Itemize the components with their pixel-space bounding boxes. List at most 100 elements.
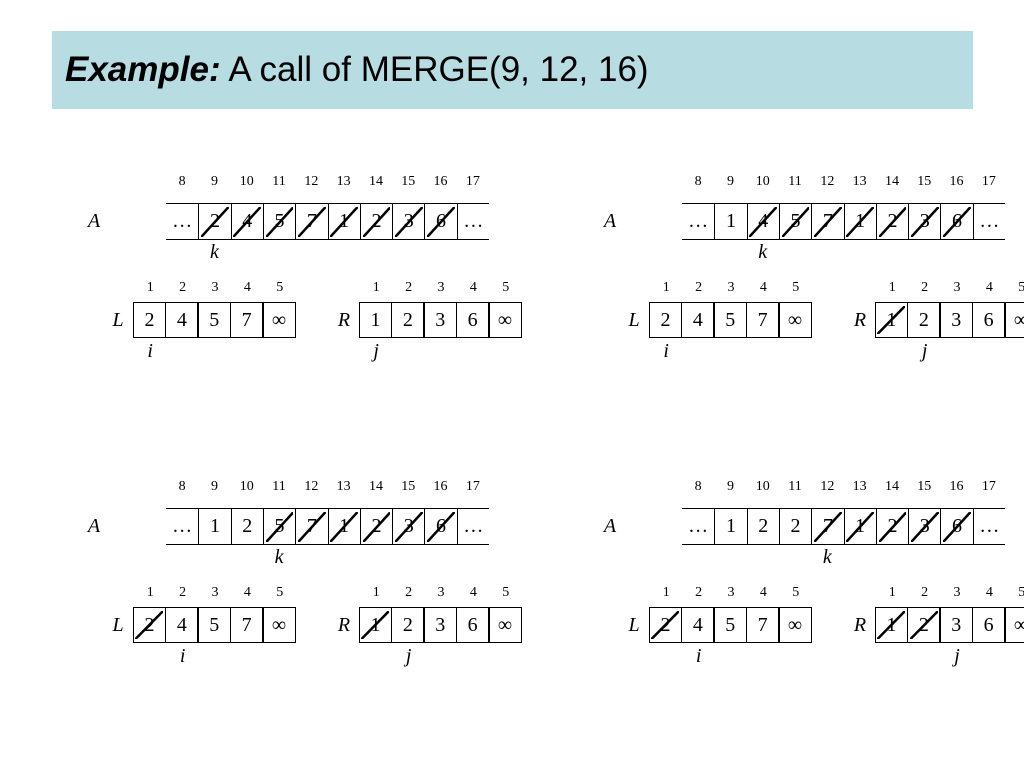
array-a-cell: 3 [392,204,424,240]
cell-content: 4 [748,204,779,240]
array-a-index: 11 [272,479,286,494]
array-l-cell: 7 [745,607,780,643]
cell-value: 1 [339,515,350,537]
cell-value: ∞ [1013,309,1024,331]
cell-content: 3 [393,204,424,240]
array-r-cell: 6 [455,607,490,643]
array-a-cell: … [456,204,489,240]
array-r-cell: 2 [390,302,425,338]
cell-content: 3 [393,509,424,545]
cell-value: 4 [758,210,769,232]
cell-content: 3 [424,608,456,642]
cell-content: … [682,204,714,240]
cell-value: 1 [886,614,897,636]
cell-value: ∞ [1013,614,1024,636]
cell-content: 2 [232,509,263,545]
array-r-cell: 2 [906,607,941,643]
cell-value: 2 [887,515,898,537]
cell-content: 3 [940,608,972,642]
cell-content: 1 [715,204,746,240]
array-r-cell: 1 [874,302,909,338]
array-r-cell: 2 [906,302,941,338]
cell-value: 7 [822,515,833,537]
cell-value: ∞ [271,614,287,636]
array-a-cell: 7 [811,204,843,240]
array-r-index: 1 [888,585,896,600]
array-r-cell: 6 [971,607,1006,643]
array-a-index: 12 [304,479,319,494]
cell-value: 5 [725,614,736,636]
array-a-cell: 2 [875,204,908,240]
cell-value: 3 [951,309,962,331]
pointer-k: k [822,546,832,568]
cell-content: 6 [457,608,489,642]
array-a-index: 14 [884,174,899,189]
array-a-index: 8 [694,479,702,494]
array-a-index: 8 [178,479,186,494]
array-a-top-line [166,203,489,204]
array-l-index: 1 [662,585,670,600]
cell-value: … [688,515,709,537]
array-a-cell: 1 [843,509,876,545]
array-a-cell: … [682,204,714,240]
array-a-index: 15 [401,479,416,494]
array-a-index: 15 [917,174,932,189]
array-l-cell: 7 [229,302,264,338]
array-l-cell: ∞ [778,607,812,643]
cell-content: 5 [264,509,295,545]
cell-content: ∞ [779,608,811,642]
array-r-cell: ∞ [1004,607,1024,643]
array-a-index: 13 [852,479,867,494]
array-a-index: 17 [465,174,480,189]
array-a-cell: … [166,509,198,545]
cell-content: 1 [360,303,392,337]
array-l-label: L [112,614,124,636]
array-a-cell: 7 [811,509,843,545]
cell-value: 7 [241,614,252,636]
array-r-index: 4 [985,280,993,295]
array-r-index: 2 [921,585,929,600]
pointer-j: j [373,340,379,362]
array-a-cell: 3 [392,509,424,545]
cell-content: 1 [845,509,876,545]
array-a-cell: 4 [230,204,263,240]
pointer-j: j [405,645,412,667]
cell-value: 3 [919,515,930,537]
array-a-top-line [682,203,1005,204]
array-a-cell: 1 [714,204,746,240]
cell-value: 1 [855,515,866,537]
cell-content: 1 [876,303,908,337]
cell-value: 4 [176,614,187,636]
cell-content: 5 [780,204,811,240]
cell-value: 2 [887,210,898,232]
cell-content: 2 [199,204,230,240]
array-r-index: 3 [953,585,961,600]
array-l-index: 1 [662,280,670,295]
cell-value: 1 [209,515,220,537]
cell-content: 1 [845,204,876,240]
pointer-k: k [274,546,284,568]
cell-value: ∞ [787,309,803,331]
cell-content: 1 [715,509,746,545]
array-r-cell: ∞ [488,302,522,338]
array-a-index: 11 [788,174,802,189]
array-l-cell: 7 [745,302,780,338]
cell-content: ∞ [779,303,811,337]
cell-content: 7 [747,608,779,642]
array-l-index: 5 [792,585,800,600]
array-r-cell: 1 [358,302,393,338]
cell-content: 5 [264,204,295,240]
array-a-index: 11 [788,479,802,494]
cell-value: … [463,515,484,537]
array-r-cell: 3 [939,607,974,643]
array-l-index: 3 [211,585,219,600]
cell-content: 6 [973,608,1005,642]
cell-value: 1 [725,515,736,537]
array-a-cell: … [166,204,198,240]
array-a-cell: 1 [327,204,360,240]
array-a-cell: 5 [262,509,295,545]
cell-content: 5 [198,608,230,642]
cell-value: 2 [144,614,155,636]
array-r-index: 4 [469,280,477,295]
